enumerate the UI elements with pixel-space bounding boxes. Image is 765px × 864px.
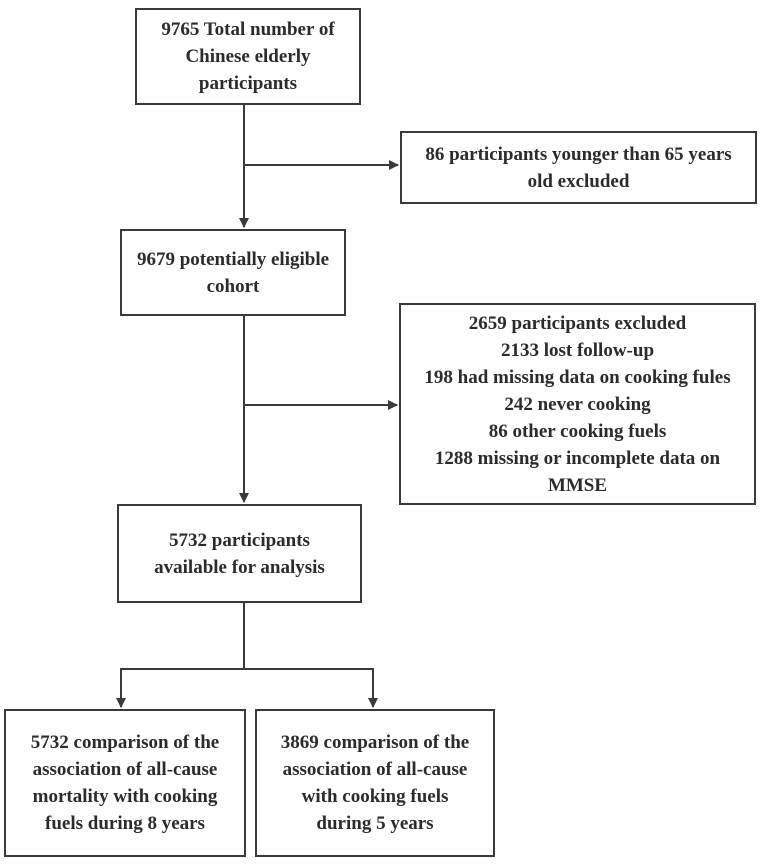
box-text-line: fuels during 8 years [45, 813, 205, 834]
box-text-line: 9765 Total number of [161, 19, 335, 40]
box-text-line: 198 had missing data on cooking fules [424, 366, 731, 388]
box-text-line: 2133 lost follow-up [500, 339, 655, 361]
box-text-line: during 5 years [316, 813, 434, 834]
box-text-line: 1288 missing or incomplete data on [434, 447, 721, 469]
box-text-line: 86 participants younger than 65 years [425, 143, 732, 165]
young-excluded-box: 86 participants younger than 65 years ol… [400, 131, 757, 204]
box-text-line: Chinese elderly [185, 46, 311, 67]
box-text-line: 5732 comparison of the [30, 732, 220, 753]
box-text-line: available for analysis [154, 556, 325, 578]
box-text-line: 9679 potentially eligible [136, 248, 330, 270]
box-text-line: old excluded [527, 170, 630, 192]
eligible-cohort-box: 9679 potentially eligible cohort [120, 229, 346, 316]
box-text-line: with cooking fuels [301, 786, 449, 807]
box-text-line: 3869 comparison of the [280, 732, 470, 753]
cooking-fuels-5-years-box: 3869 comparison of the association of al… [255, 709, 495, 857]
box-text-line: 2659 participants excluded [468, 312, 687, 334]
available-for-analysis-box: 5732 participants available for analysis [117, 504, 362, 603]
box-text-line: mortality with cooking [32, 786, 218, 807]
box-text-line: association of all-cause [282, 759, 468, 780]
mortality-8-years-box: 5732 comparison of the association of al… [4, 709, 246, 857]
box-text-line: association of all-cause [32, 759, 218, 780]
box-text-line: 5732 participants [169, 529, 310, 551]
box-text-line: 242 never cooking [504, 393, 651, 415]
box-text-line: cohort [206, 275, 260, 297]
total-participants-box: 9765 Total number of Chinese elderly par… [135, 8, 361, 105]
box-text-line: participants [198, 73, 298, 94]
box-text-line: MMSE [547, 474, 608, 496]
participants-excluded-box: 2659 participants excluded 2133 lost fol… [399, 303, 756, 505]
box-text-line: 86 other cooking fuels [488, 420, 667, 442]
